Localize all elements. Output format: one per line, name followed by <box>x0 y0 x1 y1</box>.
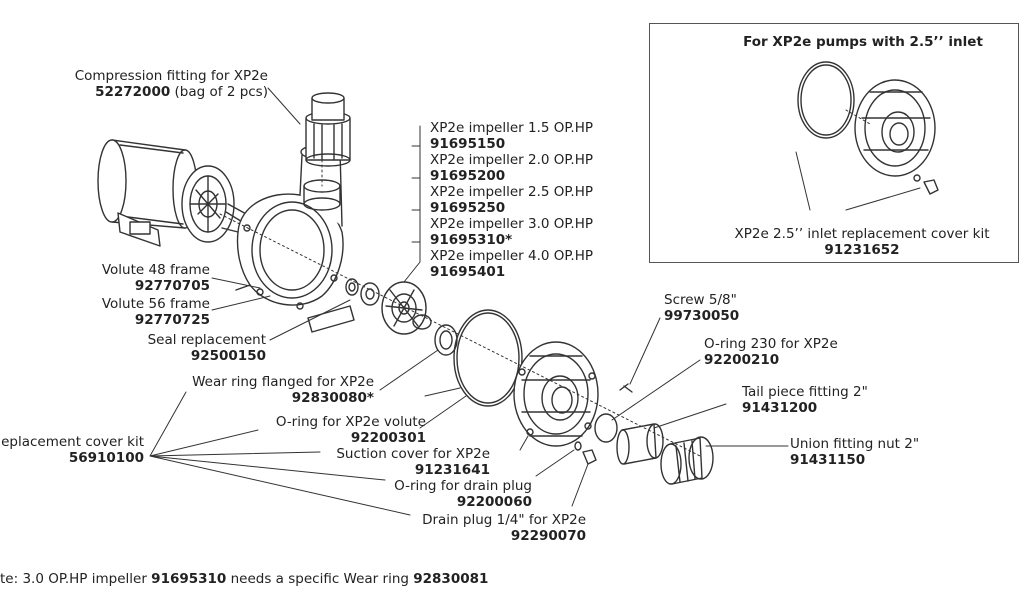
impeller-1-label: XP2e impeller 1.5 OP.HP 91695150 <box>430 120 593 152</box>
cover-kit-name: eplacement cover kit <box>1 434 144 450</box>
impeller-3-label: XP2e impeller 2.5 OP.HP 91695250 <box>430 184 593 216</box>
oring-drain-number: 92200060 <box>456 494 532 510</box>
union-nut-number: 91431150 <box>790 452 866 468</box>
suction-cover-number: 91231641 <box>414 462 490 478</box>
footnote-ring-number: 92830081 <box>413 571 489 587</box>
oring-drain-name: O-ring for drain plug <box>394 478 532 494</box>
volute-oring-illustration <box>453 309 523 407</box>
inset-kit-name: XP2e 2.5’’ inlet replacement cover kit <box>734 226 990 242</box>
screw-name: Screw 5/8" <box>664 292 737 308</box>
volute-illustration <box>221 144 344 310</box>
oring-230-number: 92200210 <box>704 352 780 368</box>
oring-drain-label: O-ring for drain plug 92200060 <box>340 478 532 510</box>
volute-48-number: 92770705 <box>134 278 210 294</box>
compression-fitting-number: 52272000 <box>95 84 171 100</box>
wear-ring-name: Wear ring flanged for XP2e <box>192 374 374 390</box>
wear-ring-number: 92830080* <box>291 390 374 406</box>
screw-label: Screw 5/8" 99730050 <box>664 292 739 324</box>
compression-fitting-name: Compression fitting for XP2e <box>74 68 268 84</box>
seal-illustration <box>307 278 380 333</box>
seal-name: Seal replacement <box>147 332 266 348</box>
union-nut-illustration <box>660 436 714 485</box>
wear-ring-label: Wear ring flanged for XP2e 92830080* <box>130 374 374 406</box>
impeller-2-number: 91695200 <box>430 168 506 184</box>
impeller-1-name: XP2e impeller 1.5 OP.HP <box>430 120 594 136</box>
tail-piece-number: 91431200 <box>742 400 818 416</box>
footnote-middle: needs a specific Wear ring <box>226 571 414 587</box>
union-nut-name: Union fitting nut 2" <box>790 436 920 452</box>
inset-title: For XP2e pumps with 2.5’’ inlet <box>743 34 983 50</box>
impeller-4-name: XP2e impeller 3.0 OP.HP <box>430 216 594 232</box>
footnote-prefix: te: 3.0 OP.HP impeller <box>0 571 152 587</box>
oring-volute-name: O-ring for XP2e volute <box>275 414 426 430</box>
suction-cover-illustration <box>513 341 599 447</box>
cover-kit-number: 56910100 <box>68 450 144 466</box>
cover-kit-label: eplacement cover kit 56910100 <box>0 434 144 466</box>
impeller-2-name: XP2e impeller 2.0 OP.HP <box>430 152 594 168</box>
footnote: te: 3.0 OP.HP impeller 91695310 needs a … <box>0 571 488 587</box>
volute-56-name: Volute 56 frame <box>101 296 210 312</box>
drain-plug-label: Drain plug 1/4" for XP2e 92290070 <box>370 512 586 544</box>
screw-illustration <box>619 383 633 393</box>
volute-56-label: Volute 56 frame 92770725 <box>20 296 210 328</box>
union-nut-label: Union fitting nut 2" 91431150 <box>790 436 919 468</box>
impeller-5-label: XP2e impeller 4.0 OP.HP 91695401 <box>430 248 593 280</box>
impeller-1-number: 91695150 <box>430 136 506 152</box>
compression-fitting-illustration <box>303 92 351 211</box>
leader-lines <box>149 87 921 516</box>
compression-fitting-label: Compression fitting for XP2e 52272000 (b… <box>40 68 268 100</box>
impeller-4-label: XP2e impeller 3.0 OP.HP 91695310* <box>430 216 593 248</box>
inset-kit-number: 91231652 <box>824 242 900 258</box>
inset-panel <box>649 23 1019 263</box>
drain-plug-number: 92290070 <box>510 528 586 544</box>
volute-48-label: Volute 48 frame 92770705 <box>20 262 210 294</box>
impeller-5-number: 91695401 <box>430 264 506 280</box>
drain-plug-illustration <box>582 449 597 465</box>
impeller-3-name: XP2e impeller 2.5 OP.HP <box>430 184 594 200</box>
impeller-4-number: 91695310* <box>430 232 513 248</box>
compression-fitting-suffix: (bag of 2 pcs) <box>170 84 268 100</box>
impeller-3-number: 91695250 <box>430 200 506 216</box>
screw-number: 99730050 <box>664 308 740 324</box>
suction-cover-name: Suction cover for XP2e <box>336 446 490 462</box>
oring-230-label: O-ring 230 for XP2e 92200210 <box>704 336 838 368</box>
oring-230-name: O-ring 230 for XP2e <box>704 336 838 352</box>
oring-volute-number: 92200301 <box>350 430 426 446</box>
impeller-illustration <box>381 281 432 335</box>
impeller-5-name: XP2e impeller 4.0 OP.HP <box>430 248 594 264</box>
suction-cover-label: Suction cover for XP2e 91231641 <box>290 446 490 478</box>
volute-48-name: Volute 48 frame <box>101 262 210 278</box>
motor-illustration <box>97 139 269 247</box>
tail-piece-label: Tail piece fitting 2" 91431200 <box>742 384 868 416</box>
seal-number: 92500150 <box>190 348 266 364</box>
seal-label: Seal replacement 92500150 <box>60 332 266 364</box>
drain-plug-name: Drain plug 1/4" for XP2e <box>422 512 586 528</box>
impeller-2-label: XP2e impeller 2.0 OP.HP 91695200 <box>430 152 593 184</box>
inset-cover-illustration <box>797 61 939 195</box>
oring-230-illustration <box>594 413 618 443</box>
tail-piece-illustration <box>616 423 664 465</box>
volute-56-number: 92770725 <box>134 312 210 328</box>
footnote-impeller-number: 91695310 <box>151 571 227 587</box>
tail-piece-name: Tail piece fitting 2" <box>742 384 868 400</box>
oring-volute-label: O-ring for XP2e volute 92200301 <box>210 414 426 446</box>
